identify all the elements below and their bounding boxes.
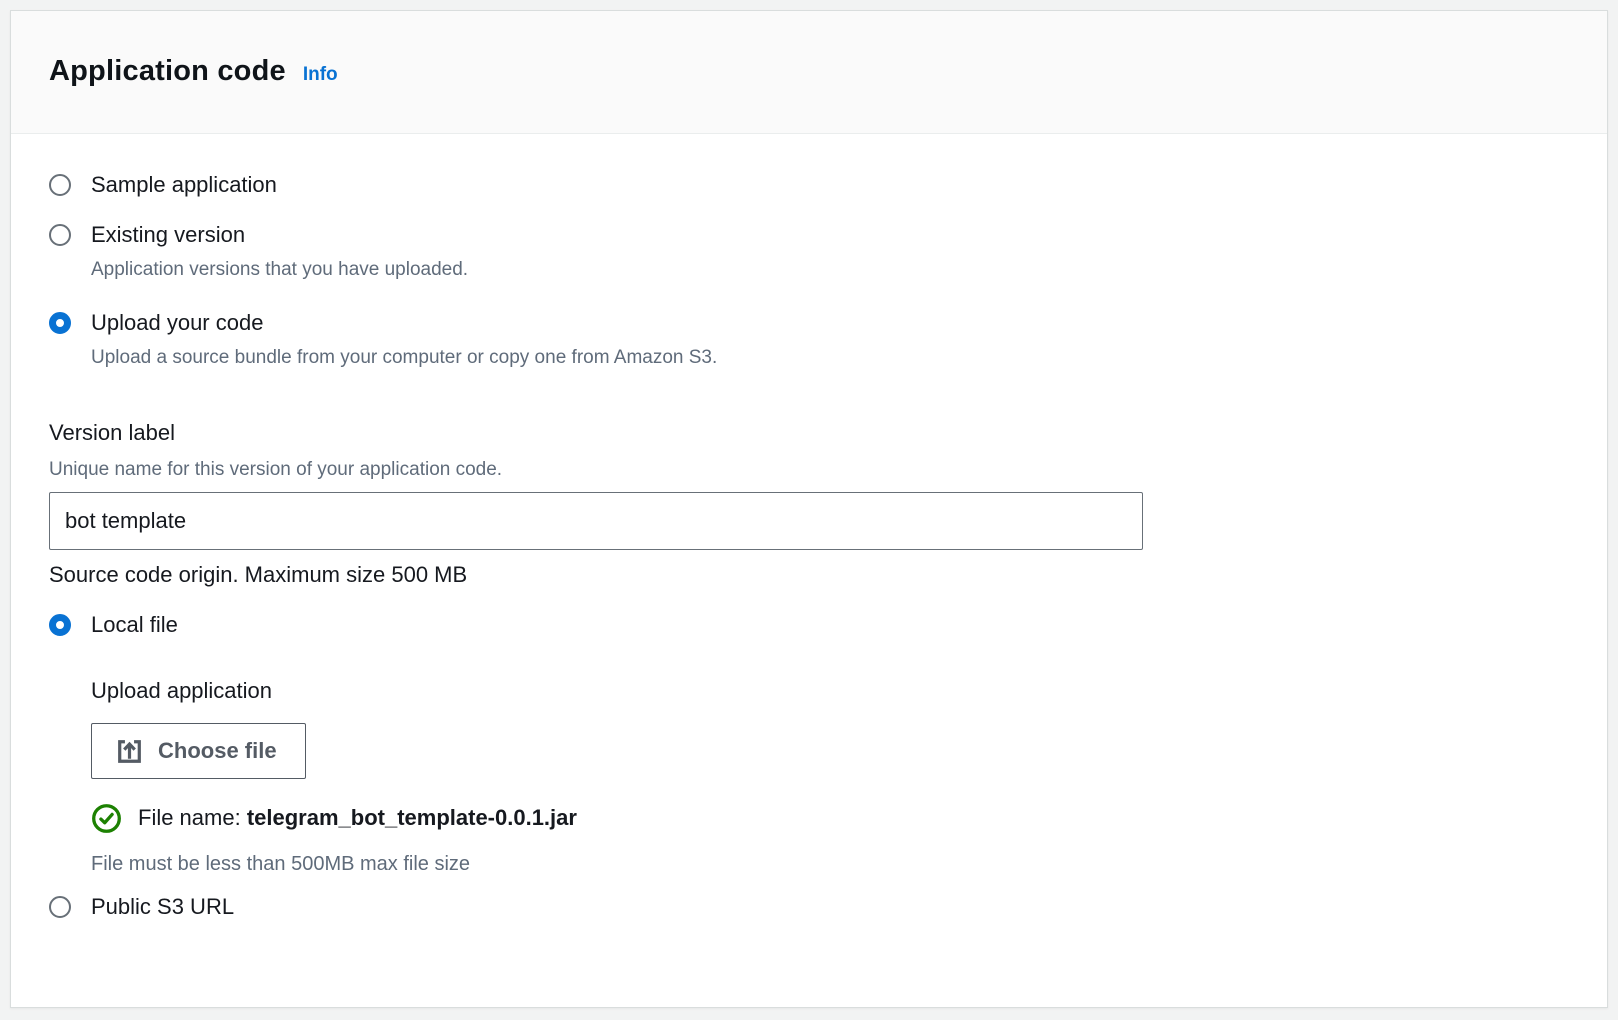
file-name-row: File name: telegram_bot_template-0.0.1.j…: [91, 803, 1569, 833]
page-title: Application code: [49, 55, 286, 87]
radio-sample-application[interactable]: [49, 174, 71, 196]
file-name-text: File name: telegram_bot_template-0.0.1.j…: [138, 805, 577, 831]
upload-icon: [116, 738, 143, 765]
radio-existing-version-label[interactable]: Existing version: [91, 222, 246, 247]
application-code-panel: Application code Info Sample application…: [10, 10, 1608, 1008]
option-existing-version[interactable]: Existing version: [49, 220, 1569, 250]
version-label-input[interactable]: [49, 492, 1143, 550]
radio-local-file-label[interactable]: Local file: [91, 612, 178, 637]
panel-body: Sample application Existing version Appl…: [11, 134, 1607, 922]
option-upload-your-code[interactable]: Upload your code: [49, 308, 1569, 338]
option-sample-application[interactable]: Sample application: [49, 170, 1569, 200]
choose-file-button[interactable]: Choose file: [91, 723, 306, 779]
upload-application-label: Upload application: [91, 678, 273, 703]
radio-local-file[interactable]: [49, 614, 71, 636]
option-public-s3-url[interactable]: Public S3 URL: [49, 892, 1569, 922]
version-label-heading: Version label: [49, 420, 175, 445]
panel-header: Application code Info: [11, 11, 1607, 134]
info-link[interactable]: Info: [302, 64, 338, 85]
choose-file-button-label: Choose file: [158, 738, 277, 763]
radio-upload-your-code-label[interactable]: Upload your code: [91, 310, 264, 335]
file-name-value: telegram_bot_template-0.0.1.jar: [246, 805, 577, 830]
success-check-icon: [91, 803, 122, 834]
version-label-hint: Unique name for this version of your app…: [49, 459, 503, 480]
source-code-origin-heading: Source code origin. Maximum size 500 MB: [49, 562, 468, 587]
radio-public-s3-url[interactable]: [49, 896, 71, 918]
option-local-file[interactable]: Local file: [49, 610, 1569, 640]
upload-your-code-description: Upload a source bundle from your compute…: [91, 347, 718, 368]
local-file-section: Upload application Choose file: [91, 676, 1569, 833]
file-constraint-text: File must be less than 500MB max file si…: [91, 853, 471, 875]
radio-upload-your-code[interactable]: [49, 312, 71, 334]
radio-existing-version[interactable]: [49, 224, 71, 246]
radio-sample-application-label[interactable]: Sample application: [91, 172, 277, 197]
radio-public-s3-url-label[interactable]: Public S3 URL: [91, 894, 235, 919]
file-name-prefix: File name:: [138, 805, 247, 830]
existing-version-description: Application versions that you have uploa…: [91, 259, 469, 280]
